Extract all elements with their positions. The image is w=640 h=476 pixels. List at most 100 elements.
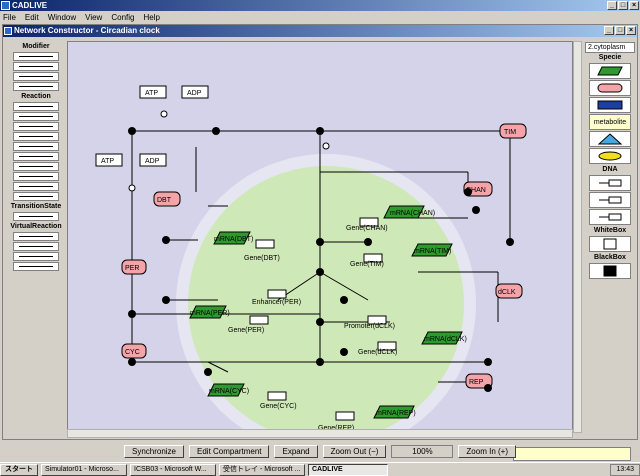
task-cadlive[interactable]: CADLIVE: [308, 463, 388, 476]
modifier-tool-1[interactable]: [13, 52, 59, 61]
virtual-reaction-tool-4[interactable]: [13, 262, 59, 271]
atp-node-2: [95, 153, 123, 167]
zoom-level-display: 100%: [391, 444, 454, 458]
mrna-cyc: [207, 383, 245, 397]
atp-label-1: ATP: [145, 90, 158, 97]
windows-taskbar: スタート Simulator01 - Microso... ICSB03 - M…: [0, 462, 640, 476]
protein-dbt: [153, 191, 181, 207]
blackbox-header: BlackBox: [594, 254, 626, 261]
mrna-dclk: [421, 331, 463, 345]
protein-dclk-label: dCLK: [498, 289, 516, 296]
child-maximize-button[interactable]: □: [615, 26, 625, 35]
atp-label-2: ATP: [101, 158, 114, 165]
modifier-tool-2[interactable]: [13, 62, 59, 71]
reaction-tool-7[interactable]: [13, 162, 59, 171]
zoom-in-button[interactable]: Zoom In (+): [458, 444, 516, 458]
reaction-tool-8[interactable]: [13, 172, 59, 181]
blackbox-tool[interactable]: [589, 263, 631, 279]
gene-per-box: [249, 315, 269, 325]
protein-dclk: [495, 283, 523, 299]
dna-tool-2[interactable]: [589, 192, 631, 208]
enhancer-per-label: Enhancer(PER): [252, 299, 301, 306]
modifier-tool-3[interactable]: [13, 72, 59, 81]
dna-header: DNA: [602, 166, 618, 173]
gene-per-label: Gene(PER): [228, 327, 264, 334]
specie-complex-button[interactable]: [589, 97, 631, 113]
expand-button[interactable]: Expand: [274, 444, 318, 458]
network-canvas[interactable]: ATP ADP ATP ADP TIM DBT CHAN PER dCLK: [67, 41, 573, 433]
protein-tim-label: TIM: [504, 129, 516, 136]
maximize-button[interactable]: □: [618, 1, 628, 10]
modifier-tool-4[interactable]: [13, 82, 59, 91]
close-button[interactable]: ×: [629, 1, 639, 10]
gene-dclk-label: Gene(dCLK): [358, 349, 397, 356]
menu-window[interactable]: Window: [47, 13, 77, 22]
reaction-tool-6[interactable]: [13, 152, 59, 161]
vertical-scrollbar[interactable]: [573, 41, 582, 433]
promoter-dclk-label: Promoter(dCLK): [344, 323, 395, 330]
task-icsb03[interactable]: ICSB03 - Microsoft W...: [130, 463, 216, 476]
network-constructor-window: Network Constructor - Circadian clock _ …: [2, 24, 638, 461]
mrna-rep-label: mRNA(REP): [376, 410, 416, 417]
whitebox-header: WhiteBox: [593, 227, 627, 234]
dna-tool-3[interactable]: [589, 209, 631, 225]
mrna-chan: [383, 205, 425, 219]
protein-cyc-label: CYC: [125, 349, 140, 356]
whitebox-tool[interactable]: [589, 236, 631, 252]
system-clock: 13:43: [610, 463, 640, 476]
transition-state-tool[interactable]: [13, 212, 59, 221]
synchronize-button[interactable]: Synchronize: [123, 444, 185, 458]
reaction-tool-1[interactable]: [13, 102, 59, 111]
protein-tim: [499, 123, 527, 139]
specie-ellipse-button[interactable]: [589, 148, 631, 164]
protein-per: [121, 259, 147, 275]
reaction-tool-9[interactable]: [13, 182, 59, 191]
menu-view[interactable]: View: [85, 13, 103, 22]
app-title: CADLIVE: [12, 1, 48, 10]
adp-label-2: ADP: [145, 158, 160, 165]
gene-chan-box: [359, 217, 379, 227]
task-inbox[interactable]: 受信トレイ - Microsoft ...: [219, 463, 305, 476]
reaction-tool-3[interactable]: [13, 122, 59, 131]
transition-state-header: TransitionState: [10, 203, 62, 210]
child-minimize-button[interactable]: _: [604, 26, 614, 35]
reaction-tool-4[interactable]: [13, 132, 59, 141]
nucleus-compartment: [188, 166, 464, 432]
minimize-button[interactable]: _: [607, 1, 617, 10]
app-title-bar: CADLIVE _ □ ×: [0, 0, 640, 11]
compartment-dropdown[interactable]: 2.cytoplasm: [585, 42, 635, 53]
atp-node-1: [139, 85, 167, 99]
menu-config[interactable]: Config: [111, 13, 135, 22]
virtual-reaction-tool-1[interactable]: [13, 232, 59, 241]
virtual-reaction-tool-2[interactable]: [13, 242, 59, 251]
reaction-tool-5[interactable]: [13, 142, 59, 151]
mrna-cyc-label: mRNA(CYC): [209, 388, 249, 395]
specie-protein-button[interactable]: [589, 80, 631, 96]
left-palette: Modifier Reaction TransitionState Virtua…: [8, 42, 64, 436]
mrna-dbt-label: mRNA(DBT): [214, 236, 253, 243]
protein-cyc: [121, 343, 147, 359]
specie-mrna-button[interactable]: [589, 63, 631, 79]
adp-label-1: ADP: [187, 90, 202, 97]
start-button[interactable]: スタート: [0, 463, 38, 476]
child-close-button[interactable]: ×: [626, 26, 636, 35]
dna-tool-1[interactable]: [589, 175, 631, 191]
gene-tim-label: Gene(TIM): [350, 261, 384, 268]
menu-file[interactable]: File: [3, 13, 16, 22]
network-diagram[interactable]: ATP ADP ATP ADP TIM DBT CHAN PER dCLK: [68, 42, 573, 433]
specie-triangle-button[interactable]: [589, 131, 631, 147]
virtual-reaction-tool-3[interactable]: [13, 252, 59, 261]
gene-dbt-box: [255, 239, 275, 249]
zoom-out-button[interactable]: Zoom Out (−): [322, 444, 387, 458]
reaction-tool-2[interactable]: [13, 112, 59, 121]
menu-help[interactable]: Help: [143, 13, 160, 22]
edit-compartment-button[interactable]: Edit Compartment: [189, 444, 270, 458]
reaction-tool-10[interactable]: [13, 192, 59, 201]
gene-cyc-label: Gene(CYC): [260, 403, 297, 410]
right-palette: 2.cytoplasm Specie metabolite DNA WhiteB…: [583, 42, 637, 332]
gene-rep-box: [335, 411, 355, 421]
task-simulator[interactable]: Simulator01 - Microso...: [41, 463, 127, 476]
horizontal-scrollbar[interactable]: [67, 429, 573, 438]
menu-edit[interactable]: Edit: [24, 13, 39, 22]
modifier-header: Modifier: [22, 43, 50, 50]
